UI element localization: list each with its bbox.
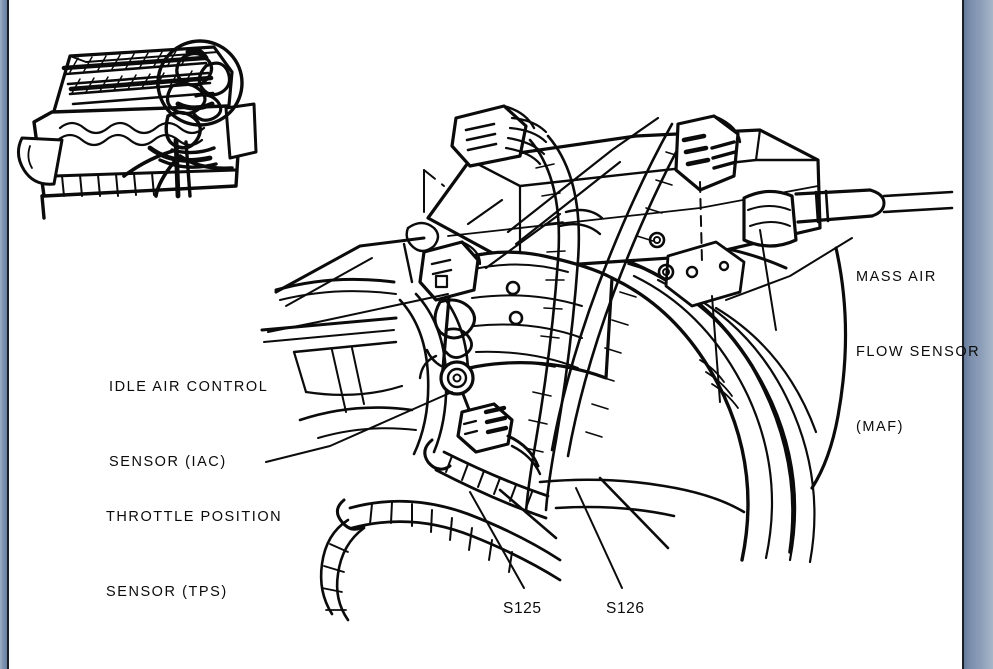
leader-lines bbox=[469, 487, 623, 589]
engine-overview-inset bbox=[17, 39, 258, 220]
leader-s126 bbox=[575, 487, 623, 589]
hose-cuff-upper bbox=[423, 438, 452, 471]
tps-connector bbox=[456, 402, 542, 476]
inset-magnifier-circle bbox=[156, 39, 244, 127]
tps-sensor bbox=[425, 348, 475, 414]
callout-iac-line-1: IDLE AIR CONTROL bbox=[109, 379, 269, 395]
splice-label-s126: S126 bbox=[606, 600, 645, 617]
callout-mass-air-flow-sensor: MASS AIR FLOW SENSOR (MAF) bbox=[856, 215, 980, 490]
callout-idle-air-control-sensor: IDLE AIR CONTROL SENSOR (IAC) bbox=[109, 325, 268, 525]
callout-iac-line-2: SENSOR (IAC) bbox=[109, 454, 227, 470]
callout-throttle-position-sensor: THROTTLE POSITION SENSOR (TPS) bbox=[106, 455, 282, 655]
callout-leaders bbox=[265, 237, 853, 463]
hose-cuff-left bbox=[336, 498, 366, 531]
leader-s125 bbox=[469, 491, 525, 589]
maf-bracket bbox=[664, 240, 746, 308]
hose-tail bbox=[319, 518, 366, 622]
lower-body bbox=[498, 476, 746, 550]
main-engine-drawing bbox=[260, 104, 954, 622]
inset-pointer-leader bbox=[423, 169, 445, 187]
callout-tps-line-2: SENSOR (TPS) bbox=[106, 584, 228, 600]
harness-cable-b bbox=[550, 122, 690, 458]
callout-maf-line-2: FLOW SENSOR bbox=[856, 344, 981, 360]
bracket-details bbox=[402, 208, 604, 380]
maf-sensor-body bbox=[742, 188, 954, 248]
corrugated-hose-upper bbox=[434, 450, 550, 520]
drop-wires bbox=[699, 181, 703, 263]
harness-leads bbox=[466, 116, 660, 270]
leader-iac bbox=[267, 293, 449, 333]
front-bracketry bbox=[260, 236, 426, 439]
top-plenum-connector bbox=[450, 104, 548, 168]
splice-label-s125: S125 bbox=[503, 600, 542, 617]
maf-connector bbox=[674, 114, 742, 192]
iac-sensor bbox=[418, 240, 482, 359]
callout-maf-line-3: (MAF) bbox=[856, 419, 905, 435]
callout-tps-line-1: THROTTLE POSITION bbox=[106, 509, 283, 525]
harness-cable-a bbox=[524, 134, 581, 514]
callout-maf-line-1: MASS AIR bbox=[856, 269, 937, 285]
leader-maf bbox=[725, 237, 853, 301]
plenum-fasteners bbox=[505, 231, 675, 326]
leader-tps bbox=[265, 391, 453, 463]
corrugated-hose-lower bbox=[348, 499, 562, 582]
